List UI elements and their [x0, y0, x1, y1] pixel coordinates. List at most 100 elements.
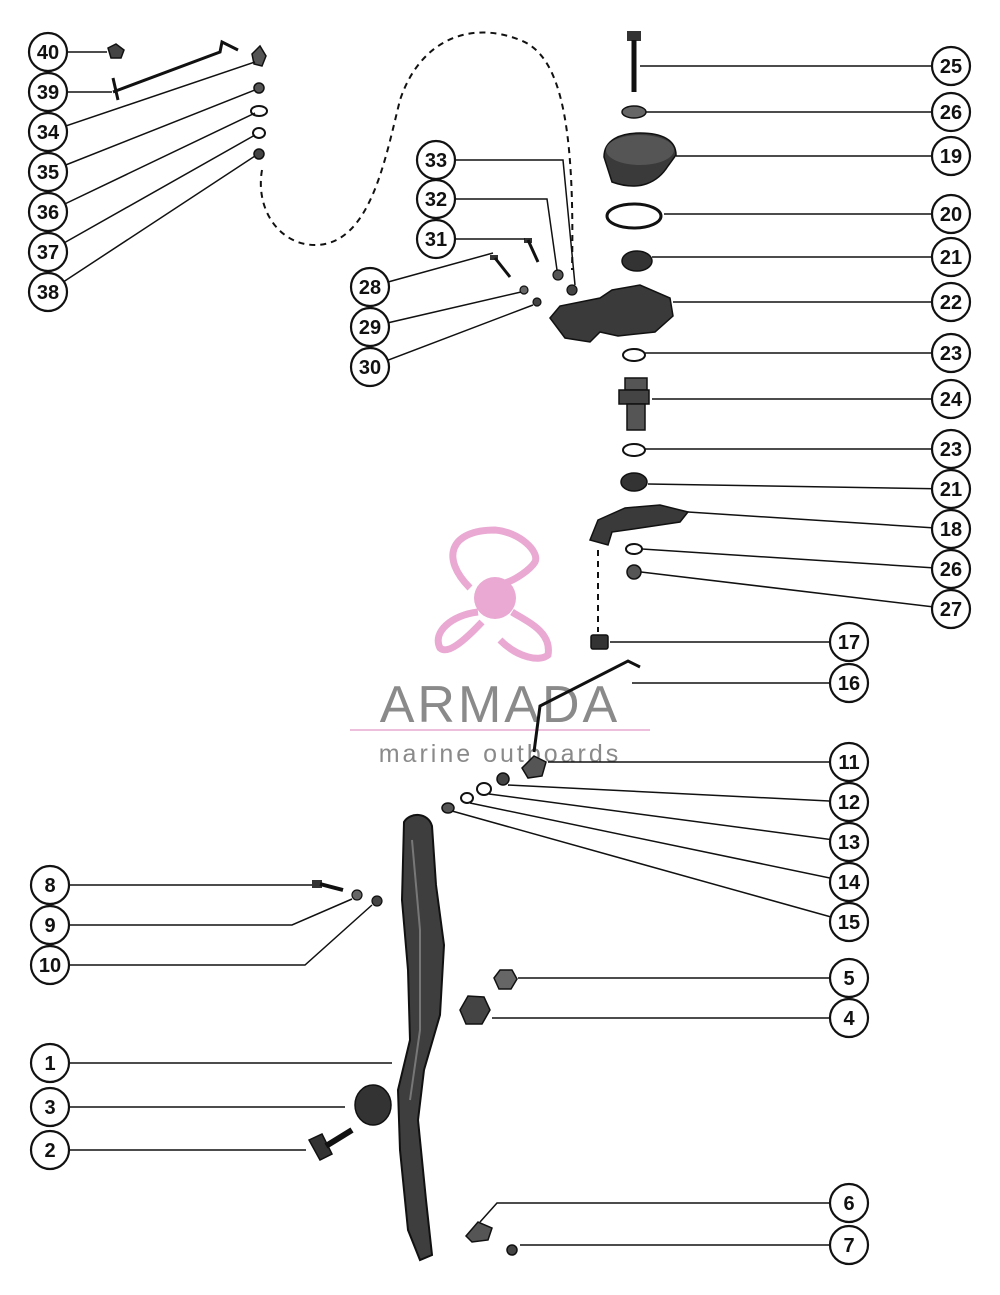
callout-circle [930, 91, 972, 133]
callout-number: 3 [44, 1097, 55, 1119]
callout-number: 10 [39, 955, 61, 977]
callout-26: 26 [646, 91, 972, 133]
callout-circle [27, 191, 69, 233]
callout-3: 3 [29, 1086, 345, 1128]
callout-number: 11 [838, 752, 859, 774]
callout-number: 14 [838, 872, 861, 894]
callout-leader-line [436, 159, 576, 286]
callout-leader-line [47, 134, 256, 253]
callout-30: 30 [349, 304, 534, 388]
callout-number: 33 [425, 150, 447, 172]
callout-21: 21 [652, 236, 972, 278]
callout-circle [415, 218, 457, 260]
callout-circle [930, 45, 972, 87]
callout-27: 27 [640, 571, 972, 630]
part-1-tiller-lever [396, 814, 446, 1262]
part-30-nut [532, 297, 542, 307]
callout-leader-line [647, 483, 952, 490]
part-25-bolt [627, 31, 641, 92]
callout-circle [930, 332, 972, 374]
callout-number: 27 [940, 599, 962, 621]
part-35-nut [253, 82, 265, 94]
part-28-screw [490, 255, 512, 278]
part-4-bushing [459, 995, 491, 1025]
callout-circle [828, 957, 870, 999]
callout-23: 23 [645, 332, 972, 374]
callout-8: 8 [29, 864, 312, 906]
part-13-washer [476, 782, 492, 796]
callout-leader-line [369, 291, 522, 328]
callout-1: 1 [29, 1042, 392, 1084]
callout-number: 21 [940, 479, 962, 501]
callout-22: 22 [673, 281, 972, 323]
part-9-washer [351, 889, 363, 901]
callout-number: 18 [940, 519, 962, 541]
callout-leader-line [640, 571, 952, 610]
part-15-washer [441, 802, 455, 814]
callout-29: 29 [349, 291, 522, 348]
callout-circle [29, 1129, 71, 1171]
part-29-washer [519, 285, 529, 295]
callout-circle [828, 861, 870, 903]
part-23-washer-upper [622, 348, 646, 362]
part-20-ring [605, 202, 663, 230]
callout-number: 24 [940, 389, 963, 411]
callout-circle [828, 1224, 870, 1266]
callout-5: 5 [518, 957, 870, 999]
callout-15: 15 [451, 810, 870, 943]
callout-leader-line [488, 793, 850, 843]
propeller-blade [434, 608, 485, 654]
callout-2: 2 [29, 1129, 306, 1171]
callout-9: 9 [29, 898, 353, 946]
part-7-nut [506, 1244, 518, 1256]
part-8-screw [312, 880, 344, 892]
callout-17: 17 [610, 621, 870, 663]
armada-logo [434, 526, 552, 662]
brand-tagline: marine outboards [379, 740, 622, 768]
callout-24: 24 [652, 378, 972, 420]
part-27-nut [626, 564, 642, 580]
callout-circle [828, 901, 870, 943]
callout-number: 9 [44, 915, 55, 937]
part-31-screw [524, 238, 540, 263]
callout-circle [930, 135, 972, 177]
part-23-washer-lower [622, 443, 646, 457]
callout-circle [27, 31, 69, 73]
callout-circle [828, 662, 870, 704]
part-21-bushing-upper [621, 250, 653, 272]
callout-number: 1 [44, 1053, 55, 1075]
callout-number: 38 [37, 282, 59, 304]
callout-circle [828, 741, 870, 783]
callout-circle [828, 621, 870, 663]
callout-23: 23 [645, 428, 972, 470]
callout-number: 35 [37, 162, 59, 184]
part-26-washer-lower [625, 543, 643, 555]
callout-38: 38 [27, 155, 256, 313]
part-18-arm [588, 504, 690, 546]
callout-leader-line [687, 511, 952, 530]
propeller-hub [474, 577, 516, 619]
callout-16: 16 [632, 662, 870, 704]
callout-circle [930, 428, 972, 470]
part-22-bracket [549, 284, 674, 343]
callout-number: 23 [940, 343, 962, 365]
callout-11: 11 [548, 741, 870, 783]
callout-number: 31 [425, 229, 447, 251]
part-33-nut [566, 284, 578, 296]
callout-35: 35 [27, 89, 256, 193]
part-37-lockwasher [252, 127, 266, 139]
callout-circle [828, 997, 870, 1039]
callout-26: 26 [641, 548, 972, 590]
linkage-path-upper [259, 31, 574, 271]
part-24-spacer [618, 377, 650, 431]
callout-number: 23 [940, 439, 962, 461]
callout-leader-line [50, 904, 373, 966]
callout-14: 14 [469, 802, 870, 903]
part-38-nut [253, 148, 265, 160]
callout-leader-line [469, 802, 850, 883]
callout-36: 36 [27, 112, 256, 233]
part-5-nut [493, 969, 518, 990]
callout-39: 39 [27, 71, 112, 113]
callout-leader-line [369, 304, 534, 368]
callout-number: 34 [37, 122, 60, 144]
